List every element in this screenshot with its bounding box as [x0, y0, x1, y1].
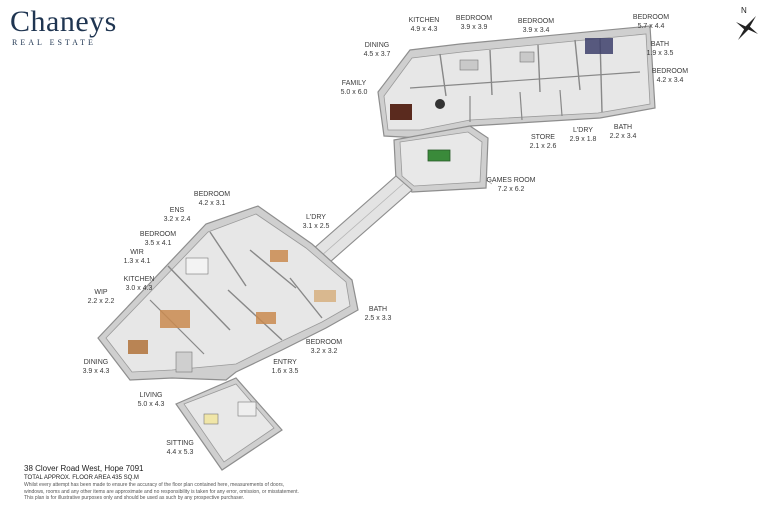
disclaimer-line-1: Whilst every attempt has been made to en…	[24, 482, 285, 488]
brand-logo: Chaneys REAL ESTATE	[10, 5, 117, 48]
plan-footer: 38 Clover Road West, Hope 7091 TOTAL APP…	[24, 464, 444, 502]
south-wing	[97, 205, 359, 381]
games-room-block	[393, 125, 489, 193]
disclaimer-line-2: windows, rooms and any other items are a…	[24, 488, 299, 495]
compass-north-label: N	[741, 6, 747, 15]
total-floor-area: TOTAL APPROX. FLOOR AREA 435 SQ.M	[24, 475, 139, 481]
disclaimer-line-3: This plan is for illustrative purposes o…	[24, 495, 245, 501]
north-compass-icon: N	[730, 4, 764, 44]
property-address: 38 Clover Road West, Hope 7091	[24, 464, 144, 473]
brand-tagline: REAL ESTATE	[12, 38, 96, 47]
north-wing	[377, 25, 656, 139]
sitting-block	[175, 377, 283, 471]
label-leaders	[485, 179, 493, 185]
brand-name: Chaneys	[10, 5, 117, 38]
